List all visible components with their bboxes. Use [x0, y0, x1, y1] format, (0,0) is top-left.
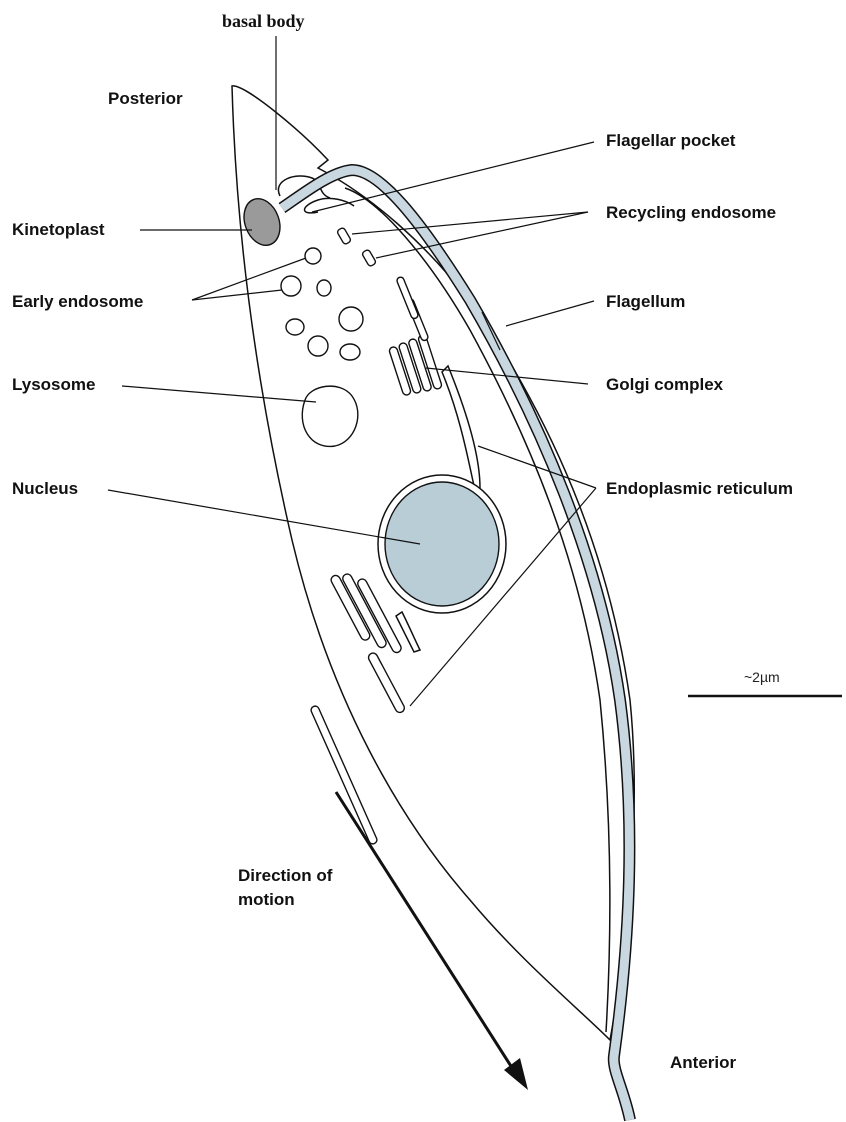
vesicle-2 — [286, 319, 304, 335]
vesicle-3 — [339, 307, 363, 331]
flagellar-pocket-inner — [305, 198, 355, 213]
vesicle-4 — [308, 336, 328, 356]
direction-arrow-shaft — [336, 792, 516, 1074]
leader-er-1 — [478, 446, 596, 488]
leader-flagellar-pocket — [312, 142, 594, 212]
label-lysosome: Lysosome — [12, 375, 95, 394]
label-endoplasmic-reticulum: Endoplasmic reticulum — [606, 479, 793, 498]
label-nucleus: Nucleus — [12, 479, 78, 498]
label-direction-line1: Direction of — [238, 866, 333, 885]
nucleus — [385, 482, 499, 606]
recycling-endosome-2 — [362, 249, 377, 267]
label-direction-line2: motion — [238, 890, 295, 909]
leader-lysosome — [122, 386, 316, 402]
vesicle-1 — [317, 280, 331, 296]
kinetoplast — [238, 194, 286, 251]
label-golgi-complex: Golgi complex — [606, 375, 724, 394]
er-cisterna-4 — [367, 652, 406, 714]
er-upper — [442, 366, 480, 490]
label-basal-body: basal body — [222, 11, 305, 31]
label-anterior: Anterior — [670, 1053, 737, 1072]
vesicle-5 — [340, 344, 360, 360]
leader-flagellum — [506, 301, 594, 326]
label-kinetoplast: Kinetoplast — [12, 220, 105, 239]
label-flagellum: Flagellum — [606, 292, 685, 311]
early-endosome-2 — [281, 276, 301, 296]
scale-label: ~2µm — [744, 669, 780, 685]
early-endosome-1 — [305, 248, 321, 264]
er-cisterna-5 — [310, 705, 378, 845]
label-early-endosome: Early endosome — [12, 292, 143, 311]
label-posterior: Posterior — [108, 89, 183, 108]
lysosome — [302, 386, 358, 446]
golgi-cisterna-6 — [396, 276, 419, 319]
label-flagellar-pocket: Flagellar pocket — [606, 131, 736, 150]
leader-nucleus — [108, 490, 420, 544]
recycling-endosome-1 — [337, 227, 352, 245]
label-recycling-endosome: Recycling endosome — [606, 203, 776, 222]
